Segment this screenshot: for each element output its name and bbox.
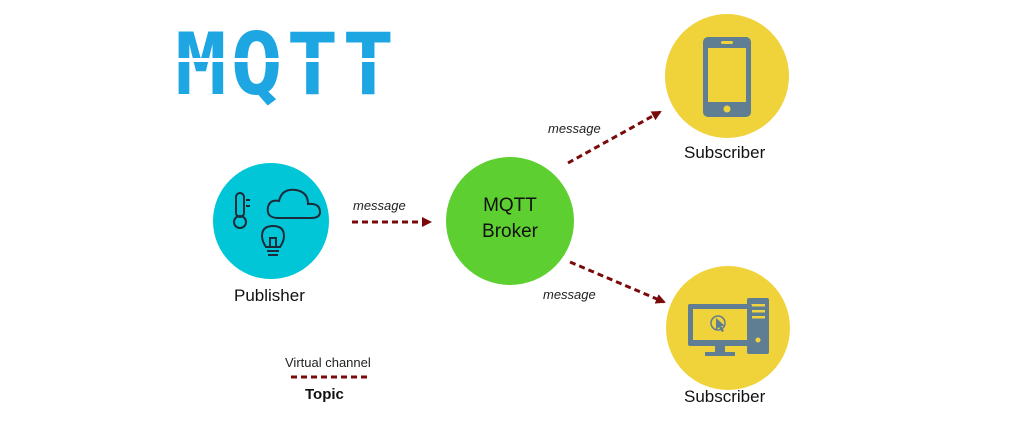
publisher-node [213, 163, 329, 279]
broker-node [446, 157, 574, 285]
lightbulb-icon [260, 224, 286, 256]
title-stencil-gap [170, 58, 415, 62]
subscriber-node-phone [665, 14, 789, 138]
message-label-phone: message [548, 121, 601, 136]
subscriber-label-phone: Subscriber [684, 143, 766, 162]
broker-label: MQTT Broker [460, 193, 560, 244]
message-label-publisher: message [353, 198, 406, 213]
desktop-computer-icon [688, 298, 769, 356]
legend-channel-label: Virtual channel [285, 355, 371, 370]
legend-topic-label: Topic [305, 386, 344, 403]
arrow-broker-to-phone [567, 110, 662, 165]
broker-label-line1: MQTT [483, 195, 537, 216]
page-title: MQTT [175, 15, 399, 115]
smartphone-icon [703, 37, 751, 117]
thermometer-icon [233, 192, 250, 229]
broker-label-line2: Broker [482, 220, 538, 242]
subscriber-label-desktop: Subscriber [684, 387, 766, 406]
cloud-icon [266, 188, 322, 219]
publisher-label: Publisher [234, 286, 305, 305]
arrow-broker-to-desktop [569, 260, 666, 304]
message-label-desktop: message [543, 287, 596, 302]
subscriber-node-desktop [666, 266, 790, 390]
